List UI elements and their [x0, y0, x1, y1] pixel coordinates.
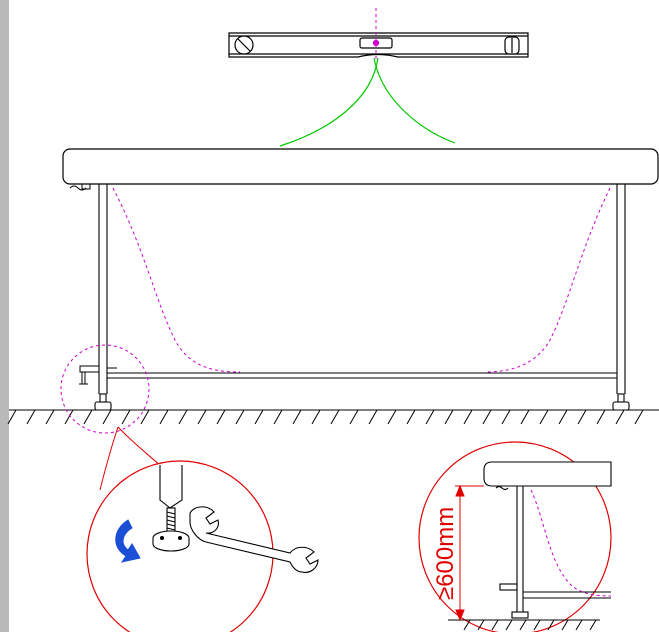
- floor-hatch: [561, 619, 569, 631]
- floor-hatch: [596, 409, 606, 425]
- floor-hatch: [615, 409, 625, 425]
- leg-clamp: [79, 365, 117, 385]
- floor-hatch: [575, 619, 583, 631]
- floor-hatch: [216, 409, 226, 425]
- floor: [7, 409, 659, 425]
- level-curve-left: [279, 57, 379, 147]
- floor-hatch: [292, 409, 302, 425]
- guide-curve-left: [112, 187, 241, 373]
- wall-strip: [0, 0, 9, 632]
- floor-hatch: [26, 409, 36, 425]
- floor-hatch: [501, 409, 511, 425]
- floor-hatch: [45, 409, 55, 425]
- floor-hatch: [83, 409, 93, 425]
- floor-hatch: [533, 619, 541, 631]
- floor-hatch: [159, 409, 169, 425]
- floor-hatch: [349, 409, 359, 425]
- floor-hatch: [7, 409, 17, 425]
- guide-curve-right: [484, 187, 611, 373]
- floor-hatch: [102, 409, 112, 425]
- floor-hatch: [444, 409, 454, 425]
- floor-hatch: [311, 409, 321, 425]
- floor-hatch: [577, 409, 587, 425]
- floor-hatch: [463, 409, 473, 425]
- floor-hatch: [273, 409, 283, 425]
- level-curve-right: [373, 57, 456, 144]
- floor-hatch: [330, 409, 340, 425]
- floor-hatch: [64, 409, 74, 425]
- floor-hatch: [505, 619, 513, 631]
- detail-foot-adjust: [86, 460, 319, 632]
- floor-hatch: [520, 409, 530, 425]
- floor-hatch: [254, 409, 264, 425]
- floor-hatch: [491, 619, 499, 631]
- floor-hatch: [406, 409, 416, 425]
- detail-height-clearance: ≥600mm: [418, 441, 612, 632]
- floor-hatch: [589, 619, 597, 631]
- floor-hatch: [178, 409, 188, 425]
- table-leg-right: [612, 184, 630, 411]
- spirit-level-icon: [228, 32, 529, 58]
- floor-hatch: [387, 409, 397, 425]
- floor-hatch: [482, 409, 492, 425]
- floor-hatch: [477, 619, 485, 631]
- floor-hatch: [539, 409, 549, 425]
- detail-circle: [60, 344, 150, 434]
- rotate-arrow-icon: [115, 519, 141, 563]
- wrench-icon: [189, 506, 319, 573]
- cable-clip: [69, 183, 91, 191]
- floor-hatch: [634, 409, 644, 425]
- table-top: [62, 148, 659, 185]
- table-crossbar: [107, 372, 617, 379]
- floor-hatch: [140, 409, 150, 425]
- floor-hatch: [235, 409, 245, 425]
- floor-hatch: [425, 409, 435, 425]
- floor-hatch: [463, 619, 471, 631]
- table-leg-left: [94, 184, 112, 411]
- dimension-label: ≥600mm: [432, 507, 459, 600]
- floor-hatch: [547, 619, 555, 631]
- floor-hatch: [519, 619, 527, 631]
- floor-hatch: [368, 409, 378, 425]
- floor-hatch: [558, 409, 568, 425]
- floor-hatch: [197, 409, 207, 425]
- floor-hatch: [121, 409, 131, 425]
